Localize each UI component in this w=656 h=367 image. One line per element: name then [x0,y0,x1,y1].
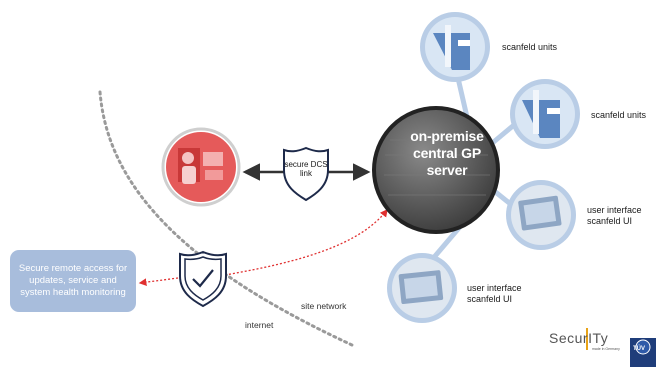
node-label-1: scanfeld units [502,42,558,52]
security-wordmark: SecurITy [549,330,609,346]
made-in-germany-label: made in Germany [592,347,620,351]
security-logo-bar [586,328,588,350]
node-label-3: user interface scanfeld UI [587,205,642,226]
remote-link-line [224,208,388,276]
scanfeld-node-1 [420,12,490,82]
tuv-seal-icon [630,338,656,367]
remote-access-label: Secure remote access for updates, servic… [18,263,128,298]
ui-node-2 [387,253,457,323]
node-label-4: user interface scanfeld UI [467,283,522,304]
dcs-link-label: secure DCS link [284,160,328,178]
scanfeld-node-2 [510,79,580,149]
remote-access-arrow [138,277,179,287]
dcs-system-node [161,127,241,207]
tuv-label: TÜV [633,346,645,352]
zone-label-internet: internet [245,320,274,330]
central-server-node [372,106,500,234]
server-label: on-premise central GP server [410,128,484,178]
remote-access-box: Secure remote access for updates, servic… [10,250,136,312]
zone-label-site: site network [301,301,347,311]
dcs-shield-icon [283,146,329,202]
network-boundary-line [98,90,354,347]
remote-shield-check-icon [179,250,227,308]
node-label-2: scanfeld units [591,110,647,120]
ui-node-1 [506,180,576,250]
